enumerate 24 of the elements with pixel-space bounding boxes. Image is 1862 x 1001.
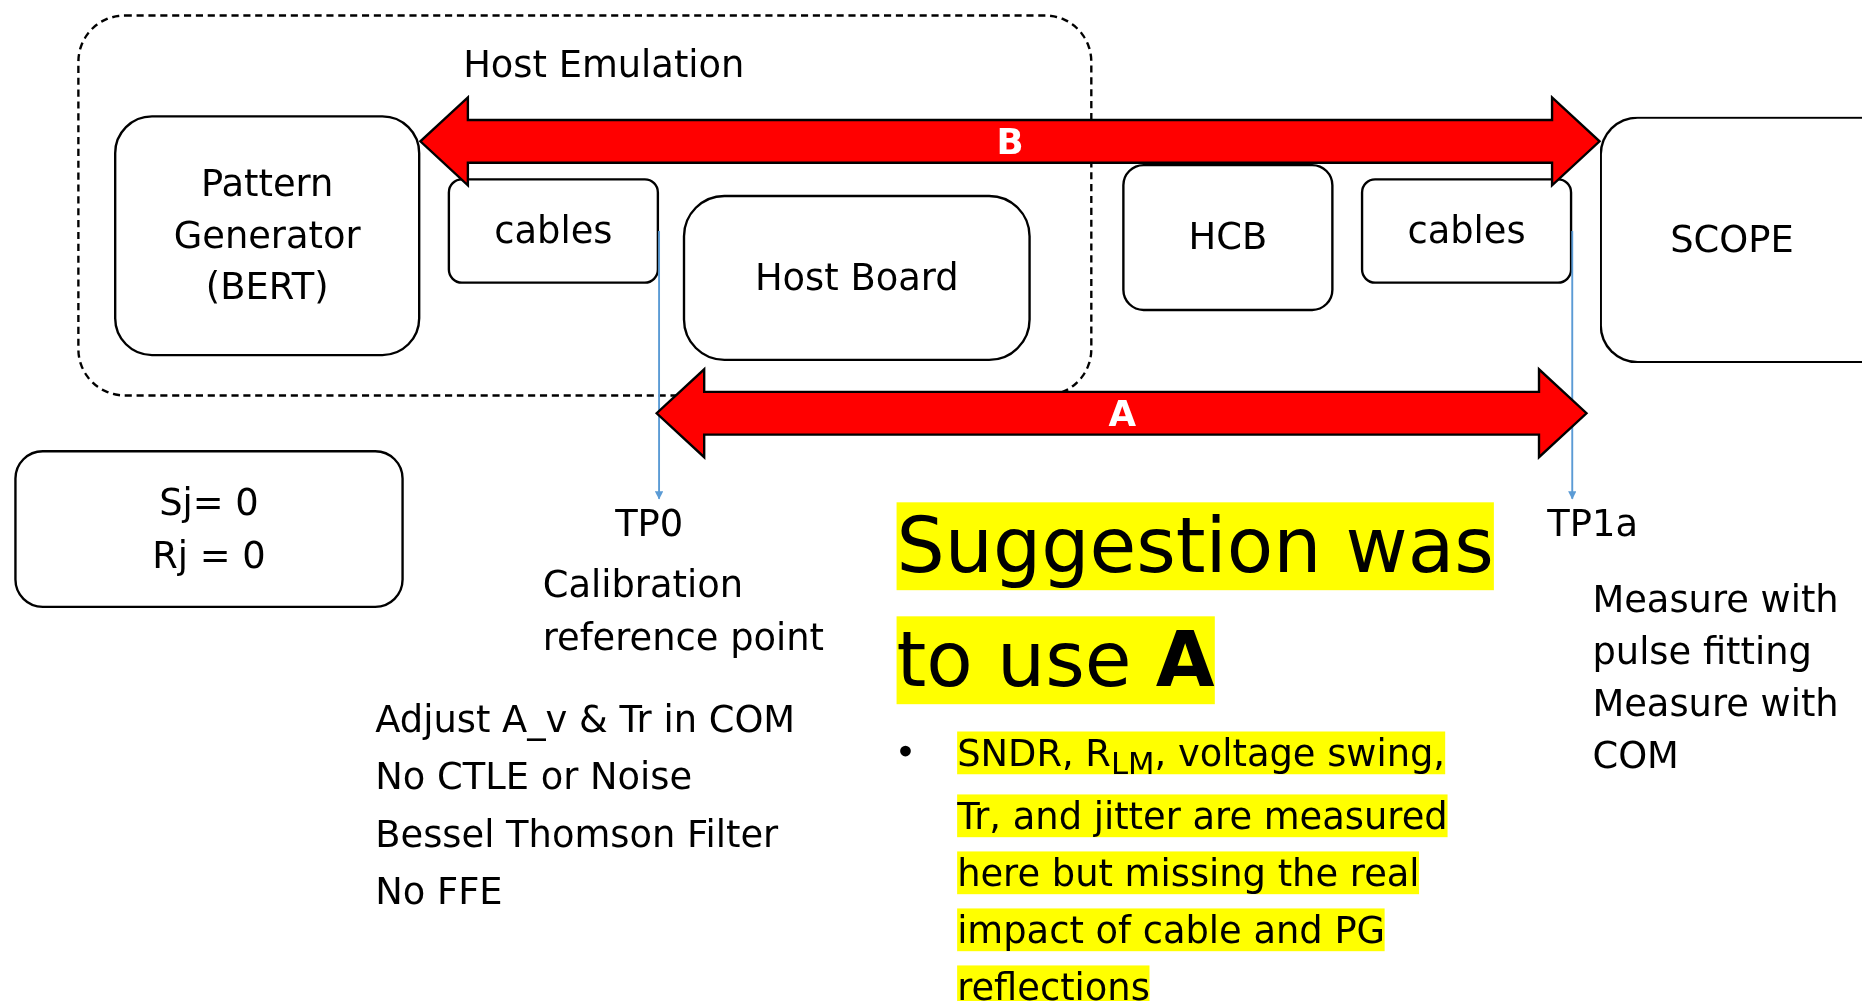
note-text: Measure with COM — [1592, 680, 1840, 779]
cables-box: cables — [1360, 178, 1573, 284]
highlighted-note: SNDR, R$_{LM}$, voltage swing, Tr, and jitter are measured here but missing the real impact of cable and PG reflections — [957, 730, 1449, 1001]
edge-label: B — [996, 121, 1024, 163]
note-text: No FFE — [375, 868, 503, 914]
double-arrow — [418, 94, 1602, 188]
test-point-label: TP1a — [1547, 496, 1638, 549]
jitter-settings-box: Sj= 0 Rj = 0 — [14, 450, 404, 608]
note-text: Bessel Thomson Filter — [375, 811, 779, 857]
hcb-box: HCB — [1122, 163, 1334, 312]
note-text: Adjust A_v & Tr in COM — [375, 696, 796, 743]
leader-line — [1568, 230, 1577, 500]
scope-box: SCOPE — [1599, 116, 1862, 364]
dimension-label: A — [1108, 393, 1136, 435]
host-board-box: Host Board — [682, 194, 1031, 361]
note-text: Measure with pulse fitting — [1592, 576, 1840, 675]
note-text: No CTLE or Noise — [375, 753, 693, 799]
test-point-label: TP0 — [615, 496, 684, 549]
group-title: Host Emulation — [463, 42, 745, 86]
highlighted-heading: Suggestion was to use A — [896, 501, 1495, 707]
note-text: Calibration reference point — [542, 561, 826, 660]
pattern-generator-box: Pattern Generator (BERT) — [114, 115, 421, 357]
leader-line — [654, 230, 664, 500]
cables-box: cables — [447, 178, 660, 284]
